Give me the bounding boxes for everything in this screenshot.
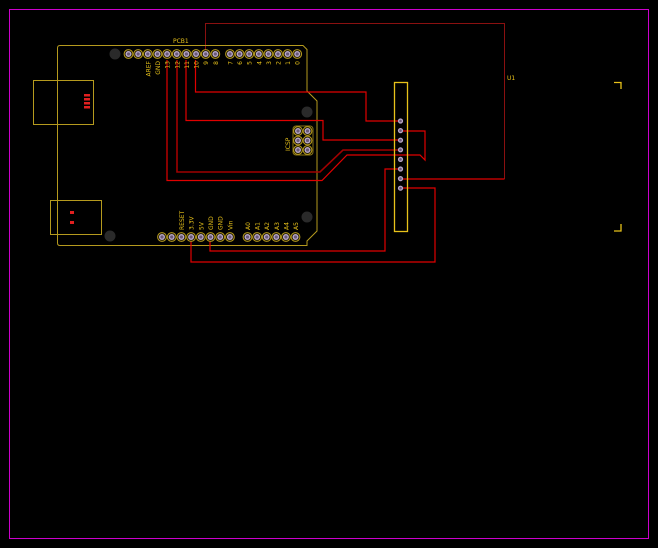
pin-label: 2 <box>276 61 283 65</box>
pin-label: Vin <box>227 220 234 230</box>
pin-label: AREF <box>145 60 152 76</box>
header-pin[interactable] <box>171 49 182 59</box>
header-pin[interactable] <box>195 232 206 242</box>
header-pin[interactable] <box>281 232 291 242</box>
power-jack-outline <box>50 200 102 235</box>
pin-label: RESET <box>179 210 186 230</box>
pin-label: A5 <box>293 222 300 230</box>
pin-label: A3 <box>274 222 281 230</box>
pin-label: GND <box>218 216 225 230</box>
icsp-pin[interactable] <box>302 135 313 146</box>
pin-label: A1 <box>255 222 262 230</box>
header-pin[interactable] <box>234 49 245 59</box>
pin-label: 1 <box>285 61 292 65</box>
icsp-pin[interactable] <box>293 145 303 155</box>
icsp-label: ICSP <box>285 137 292 151</box>
pin-label: 7 <box>228 61 235 65</box>
pin-label: 0 <box>295 61 302 65</box>
header-pin[interactable] <box>252 232 263 242</box>
pin-label: 4 <box>256 61 263 65</box>
icsp-pin[interactable] <box>302 126 313 136</box>
header-pin[interactable] <box>263 49 274 59</box>
u1-pin[interactable] <box>397 147 404 153</box>
icsp-outline <box>292 125 314 156</box>
u1-pin[interactable] <box>397 118 404 124</box>
header-pin[interactable] <box>282 49 293 59</box>
u1-connector <box>393 81 409 233</box>
header-pin[interactable] <box>166 232 177 242</box>
header-pin[interactable] <box>261 232 272 242</box>
header-pin[interactable] <box>271 232 282 242</box>
icsp-pin[interactable] <box>302 145 313 155</box>
header-pin[interactable] <box>242 232 253 242</box>
u1-pin[interactable] <box>397 137 404 143</box>
pcb1-label: PCB1 <box>173 38 189 45</box>
traces <box>166 60 505 263</box>
header-pin[interactable] <box>292 49 303 59</box>
pin-label: 9 <box>203 61 210 65</box>
pin-label: 11 <box>184 61 191 69</box>
pin-label: 13 <box>165 61 172 69</box>
header-pin[interactable] <box>205 232 216 242</box>
u1-pin[interactable] <box>397 156 404 162</box>
pin-label: 5 <box>247 61 254 65</box>
pin-label: 5V <box>198 221 205 230</box>
header-pin[interactable] <box>191 49 201 59</box>
pin-label: 3.3V <box>189 215 196 230</box>
corner-mark-top <box>614 81 622 89</box>
pin-label: GND <box>155 61 162 75</box>
header-pin[interactable] <box>181 49 192 59</box>
usb-connector-outline <box>33 80 94 125</box>
header-pin[interactable] <box>176 232 187 242</box>
header-pin[interactable] <box>123 49 134 59</box>
pin-label: 12 <box>174 61 181 69</box>
header-pin[interactable] <box>210 49 221 59</box>
header-pin[interactable] <box>244 49 255 59</box>
header-pin[interactable] <box>162 49 173 59</box>
header-pin[interactable] <box>152 49 163 59</box>
pin-label: GND <box>208 216 215 230</box>
usb-pads <box>84 94 90 109</box>
corner-mark-bottom <box>614 224 622 232</box>
pin-label: 10 <box>194 61 201 69</box>
header-pin[interactable] <box>225 232 235 242</box>
pcb1-outline <box>57 45 318 246</box>
header-pin[interactable] <box>253 49 264 59</box>
board-outline <box>9 9 649 539</box>
header-pin[interactable] <box>133 49 144 59</box>
header-pin[interactable] <box>157 232 167 242</box>
header-pin[interactable] <box>200 49 211 59</box>
header-pin[interactable] <box>273 49 283 59</box>
u1-pin[interactable] <box>397 185 404 191</box>
pin-label: 8 <box>213 61 220 65</box>
icsp-pin[interactable] <box>293 135 303 146</box>
u1-outline <box>205 23 505 179</box>
u1-pin[interactable] <box>397 166 404 172</box>
header-pin[interactable] <box>225 49 235 59</box>
power-jack-pads <box>70 211 74 224</box>
pin-label: A2 <box>264 222 271 230</box>
pin-label: A0 <box>245 222 252 230</box>
mounting-holes <box>104 48 313 242</box>
u1-pin[interactable] <box>397 176 404 182</box>
header-pin[interactable] <box>290 232 301 242</box>
icsp-pin[interactable] <box>293 126 303 136</box>
header-pin[interactable] <box>215 232 226 242</box>
u1-label: U1 <box>507 75 515 82</box>
pin-label: 6 <box>237 61 244 65</box>
header-pin[interactable] <box>186 232 197 242</box>
header-pin[interactable] <box>142 49 153 59</box>
u1-pin[interactable] <box>397 128 404 134</box>
pin-label: A4 <box>283 222 290 230</box>
pin-label: 3 <box>266 61 273 65</box>
